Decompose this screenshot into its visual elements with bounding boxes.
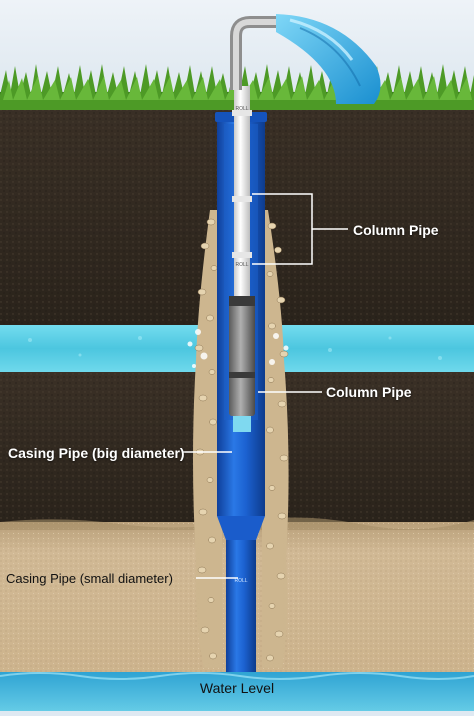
label-water-level: Water Level <box>199 680 275 696</box>
water-spout <box>276 14 381 104</box>
callout-lines <box>182 193 348 579</box>
label-casing-pipe-big: Casing Pipe (big diameter) <box>8 445 185 461</box>
casing-pipe-small: ROLL <box>217 516 265 672</box>
brand-mark-upper: ROLL <box>235 106 248 112</box>
label-casing-pipe-small: Casing Pipe (small diameter) <box>6 571 173 586</box>
brand-mark-lower: ROLL <box>234 578 247 584</box>
water-level-layer <box>0 672 474 711</box>
discharge-pipe <box>230 16 278 90</box>
label-column-pipe-upper: Column Pipe <box>353 222 439 238</box>
label-column-pipe-lower: Column Pipe <box>326 384 412 400</box>
brand-mark-middle: ROLL <box>235 262 248 268</box>
gravel-pack <box>193 210 289 668</box>
water-bubbles <box>187 329 289 368</box>
column-pipe: ROLL ROLL <box>232 86 252 300</box>
submersible-pump <box>229 296 255 432</box>
